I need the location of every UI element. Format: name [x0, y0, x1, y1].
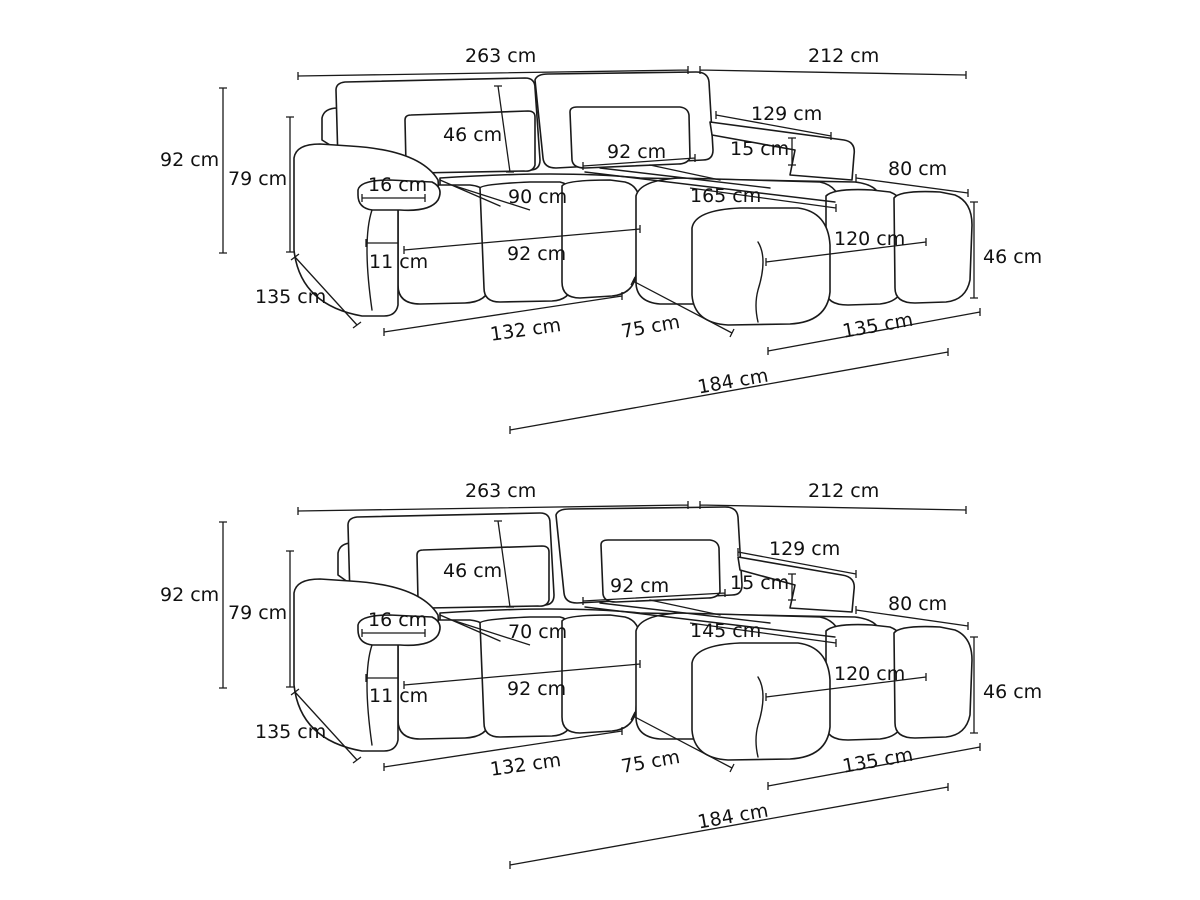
- label-backrest-depth: 15 cm: [730, 138, 789, 160]
- label-chaise-width: 212 cm: [808, 45, 879, 67]
- label-side-depth: 135 cm: [255, 286, 326, 308]
- sofa-outline-top: [293, 71, 973, 326]
- label-overall-length: 184 cm: [696, 364, 770, 398]
- label-backrest-depth: 15 cm: [730, 572, 789, 594]
- label-chaise-front: 75 cm: [620, 311, 682, 343]
- label-chaise-seat-length: 165 cm: [690, 185, 761, 207]
- label-total-width: 263 cm: [465, 45, 536, 67]
- label-armrest-width: 16 cm: [368, 174, 427, 196]
- label-armrest-width: 16 cm: [368, 609, 427, 631]
- label-overall-length: 184 cm: [696, 799, 770, 833]
- label-back-cushion-width: 92 cm: [610, 575, 669, 597]
- label-total-height: 92 cm: [160, 149, 219, 171]
- label-chaise-depth: 80 cm: [888, 158, 947, 180]
- label-front-width: 132 cm: [489, 749, 563, 781]
- label-back-cushion-width: 92 cm: [607, 141, 666, 163]
- dimension-lines-top: [219, 66, 981, 434]
- label-chaise-length: 135 cm: [841, 744, 915, 778]
- label-seat-depth: 90 cm: [508, 186, 567, 208]
- label-cushion-height: 46 cm: [443, 124, 502, 146]
- label-chaise-length: 135 cm: [841, 309, 915, 343]
- label-chaise-width: 212 cm: [808, 480, 879, 502]
- label-front-width: 132 cm: [489, 314, 563, 346]
- label-seat-depth: 70 cm: [508, 621, 567, 643]
- label-armrest-inner: 11 cm: [369, 251, 428, 273]
- label-seat-height: 46 cm: [983, 246, 1042, 268]
- sofa-diagram-bottom: 263 cm 212 cm 92 cm 79 cm 46 cm 129 cm 9…: [160, 480, 1042, 869]
- sofa-diagram-top: 263 cm 212 cm 92 cm 79 cm 46 cm 129 cm 9…: [160, 45, 1042, 434]
- label-seat-width: 92 cm: [507, 243, 566, 265]
- dimension-lines-bottom: [219, 501, 981, 869]
- label-chaise-seat-width: 120 cm: [834, 228, 905, 250]
- label-total-height: 92 cm: [160, 584, 219, 606]
- label-chaise-seat-width: 120 cm: [834, 663, 905, 685]
- label-side-depth: 135 cm: [255, 721, 326, 743]
- label-chaise-depth: 80 cm: [888, 593, 947, 615]
- label-seat-height: 46 cm: [983, 681, 1042, 703]
- label-headrest-adjust: 129 cm: [751, 103, 822, 125]
- label-seat-back-height: 79 cm: [228, 602, 287, 624]
- label-seat-width: 92 cm: [507, 678, 566, 700]
- sofa-outline-bottom: [293, 506, 973, 761]
- label-seat-back-height: 79 cm: [228, 168, 287, 190]
- label-headrest-adjust: 129 cm: [769, 538, 840, 560]
- label-armrest-inner: 11 cm: [369, 685, 428, 707]
- label-chaise-front: 75 cm: [620, 746, 682, 778]
- label-cushion-height: 46 cm: [443, 560, 502, 582]
- label-chaise-seat-length: 145 cm: [690, 620, 761, 642]
- label-total-width: 263 cm: [465, 480, 536, 502]
